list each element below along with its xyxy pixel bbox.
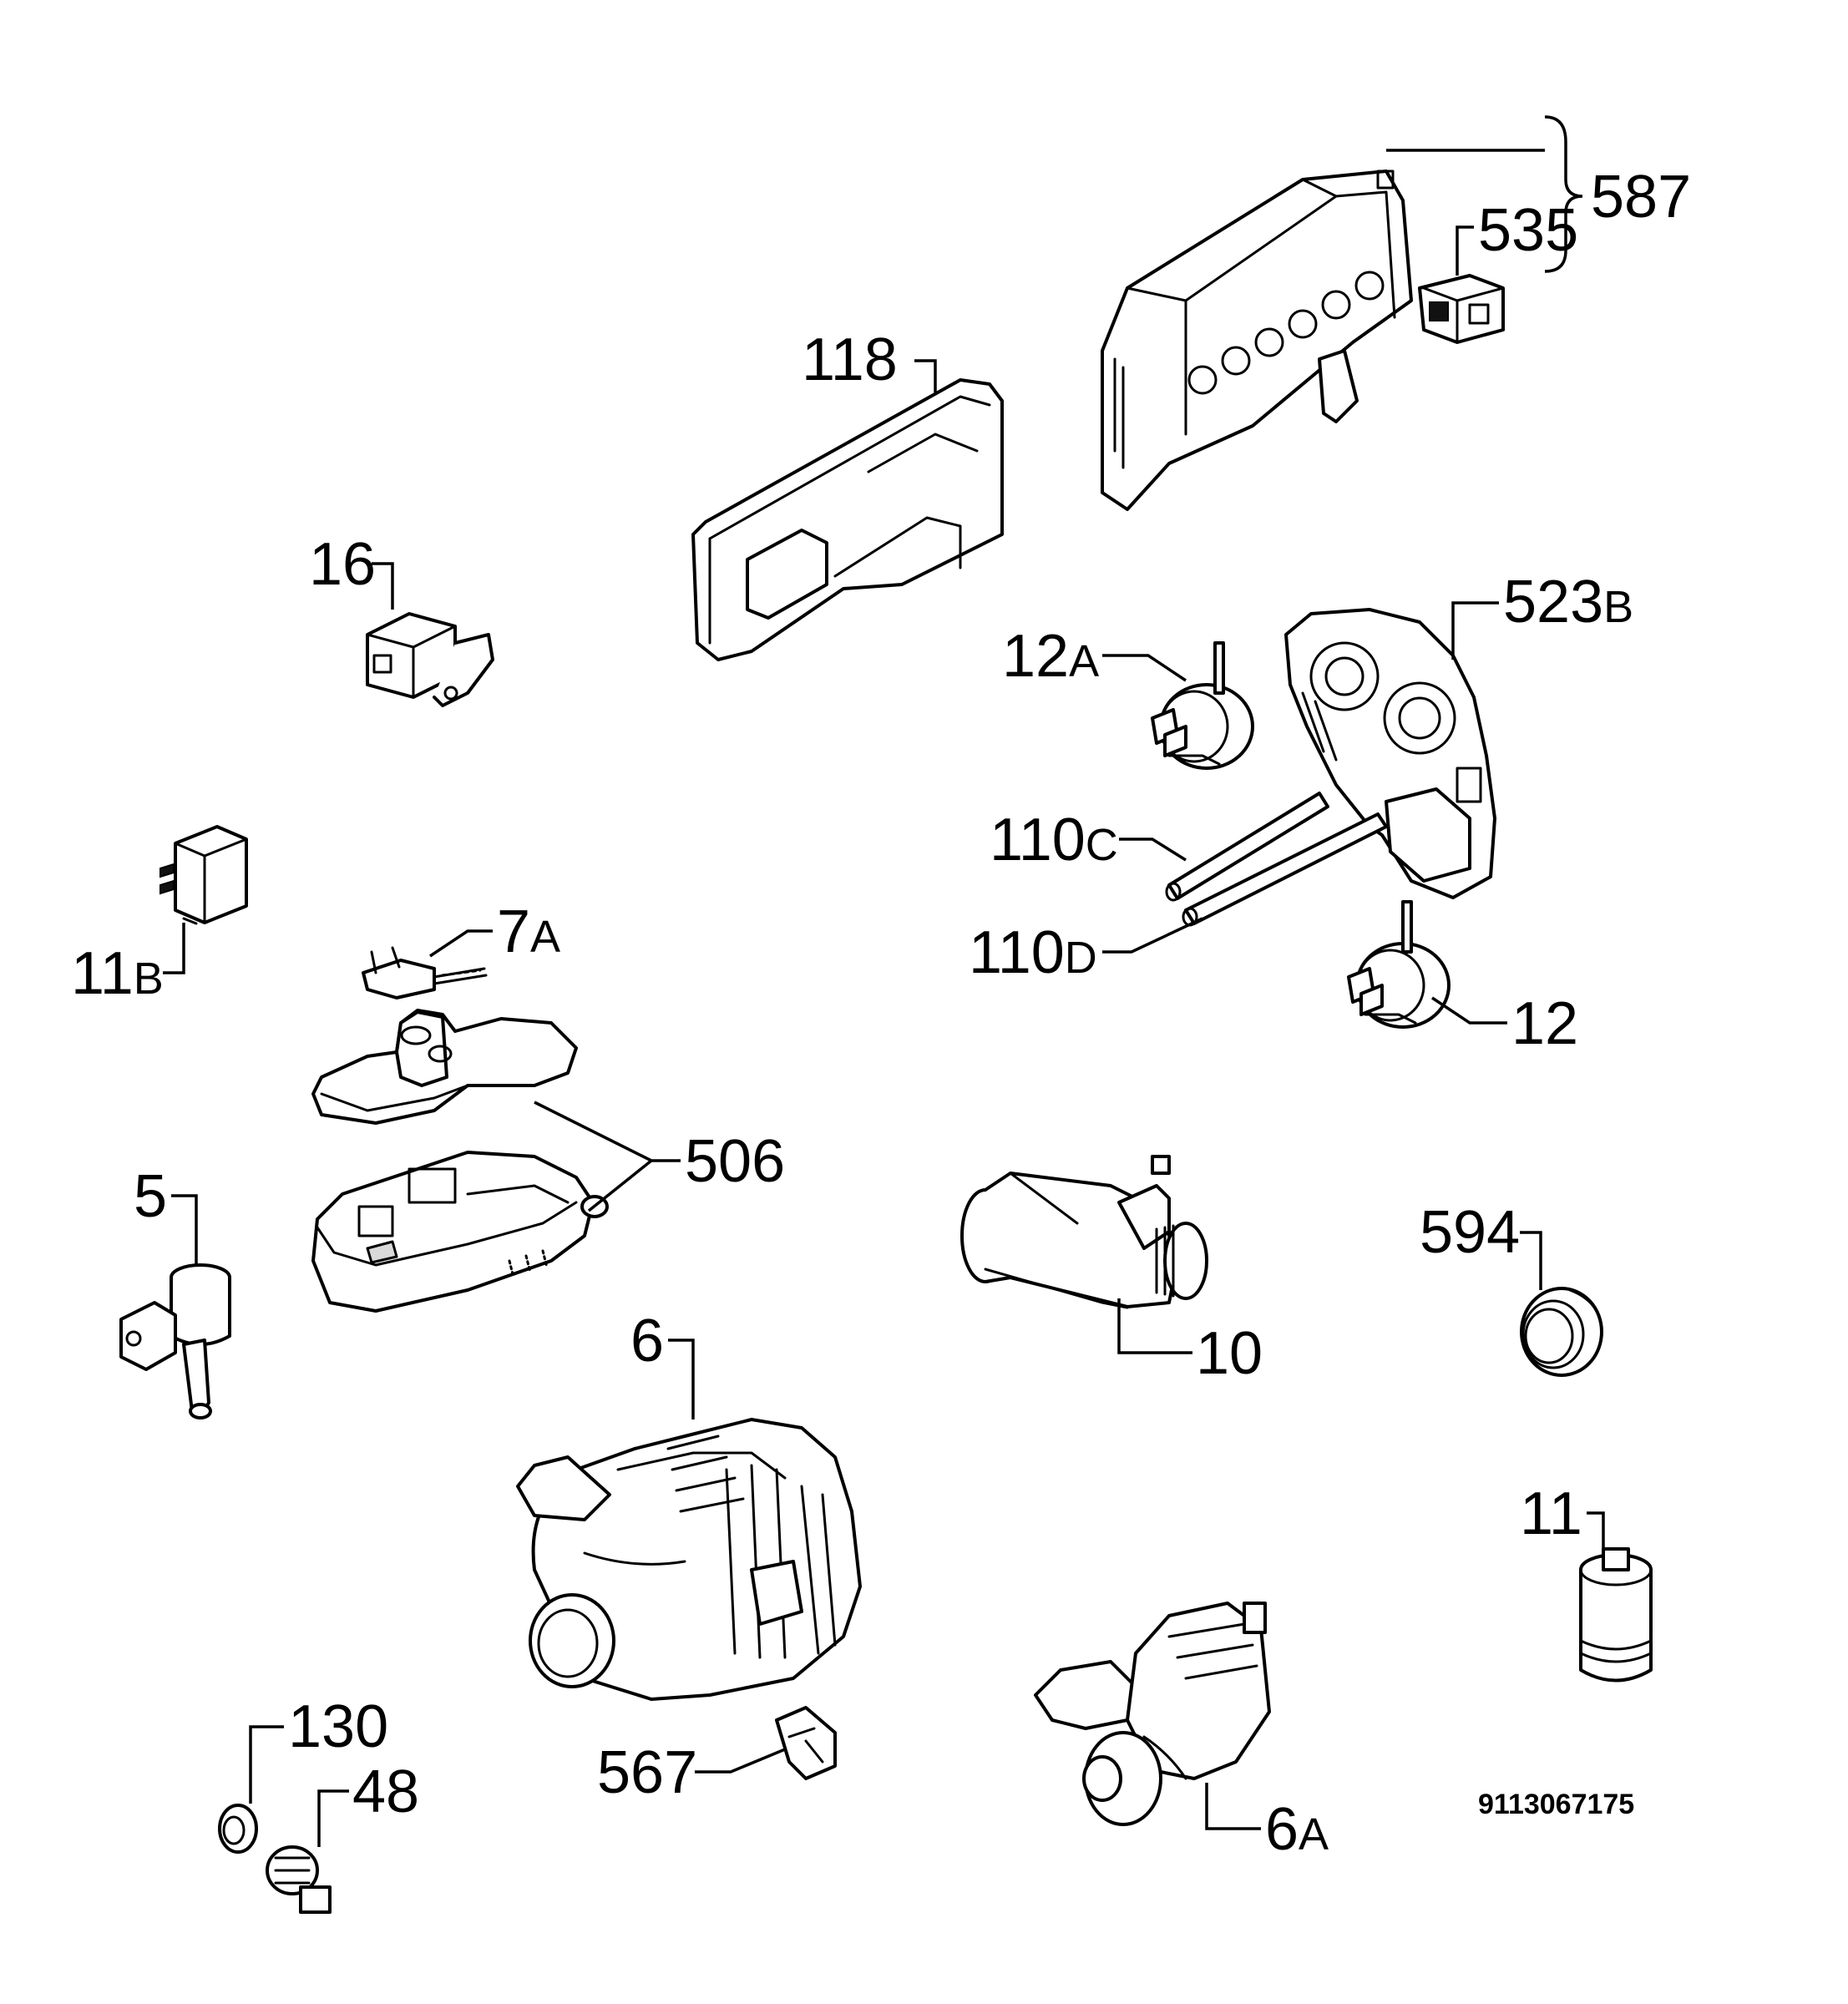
leader-lines [163,115,1605,1847]
part-535-connector [1418,274,1505,344]
part-7A-sensor [362,946,488,999]
callout-587: 587 [1591,164,1691,230]
callout-110C: 110C [990,807,1118,873]
callout-523B: 523B [1503,569,1633,635]
part-11-capacitor [1579,1547,1653,1683]
part-506-container-lid [311,1009,578,1125]
part-11B-relay [159,825,248,925]
part-118-cover-panel [691,378,1004,661]
part-523B-dosing-unit [1284,608,1496,899]
part-110C-hose [1165,792,1329,902]
part-130-gasket [218,1804,258,1854]
callout-130: 130 [288,1693,388,1760]
part-16-switch [366,612,494,707]
part-594-cap [1520,1287,1603,1377]
callout-567: 567 [597,1739,697,1806]
callout-6: 6 [630,1308,664,1374]
callout-labels: 587 535 118 16 12A 523B 110C 110D 11B 7A… [71,164,1691,1863]
callout-48: 48 [352,1759,419,1825]
callout-535: 535 [1478,197,1578,264]
callout-12A: 12A [1002,623,1099,690]
callout-16: 16 [309,531,376,598]
callout-5: 5 [134,1163,167,1230]
callout-12: 12 [1511,990,1578,1057]
callout-110D: 110D [969,919,1097,986]
part-12-pressure-switch [1347,900,1451,1029]
part-5-inlet-valve [119,1263,231,1420]
callout-506: 506 [685,1128,785,1195]
part-6A-drain-pump [1034,1602,1271,1826]
drawing-code: 9113067175 [1478,1789,1634,1820]
part-48-plug [266,1845,332,1914]
part-587-electronic-module [1101,170,1413,511]
part-506-container-base [311,1151,609,1313]
callout-7A: 7A [497,898,560,965]
part-12A-pressure-switch [1151,641,1254,770]
part-10-heater [960,1155,1208,1309]
callout-594: 594 [1420,1199,1520,1266]
callout-118: 118 [802,326,898,393]
part-6-circulation-pump [516,1418,862,1701]
callout-11B: 11B [71,940,164,1007]
callout-6A: 6A [1265,1796,1329,1863]
part-567-clip [775,1706,837,1780]
callout-11: 11 [1520,1480,1582,1547]
callout-10: 10 [1196,1320,1263,1387]
